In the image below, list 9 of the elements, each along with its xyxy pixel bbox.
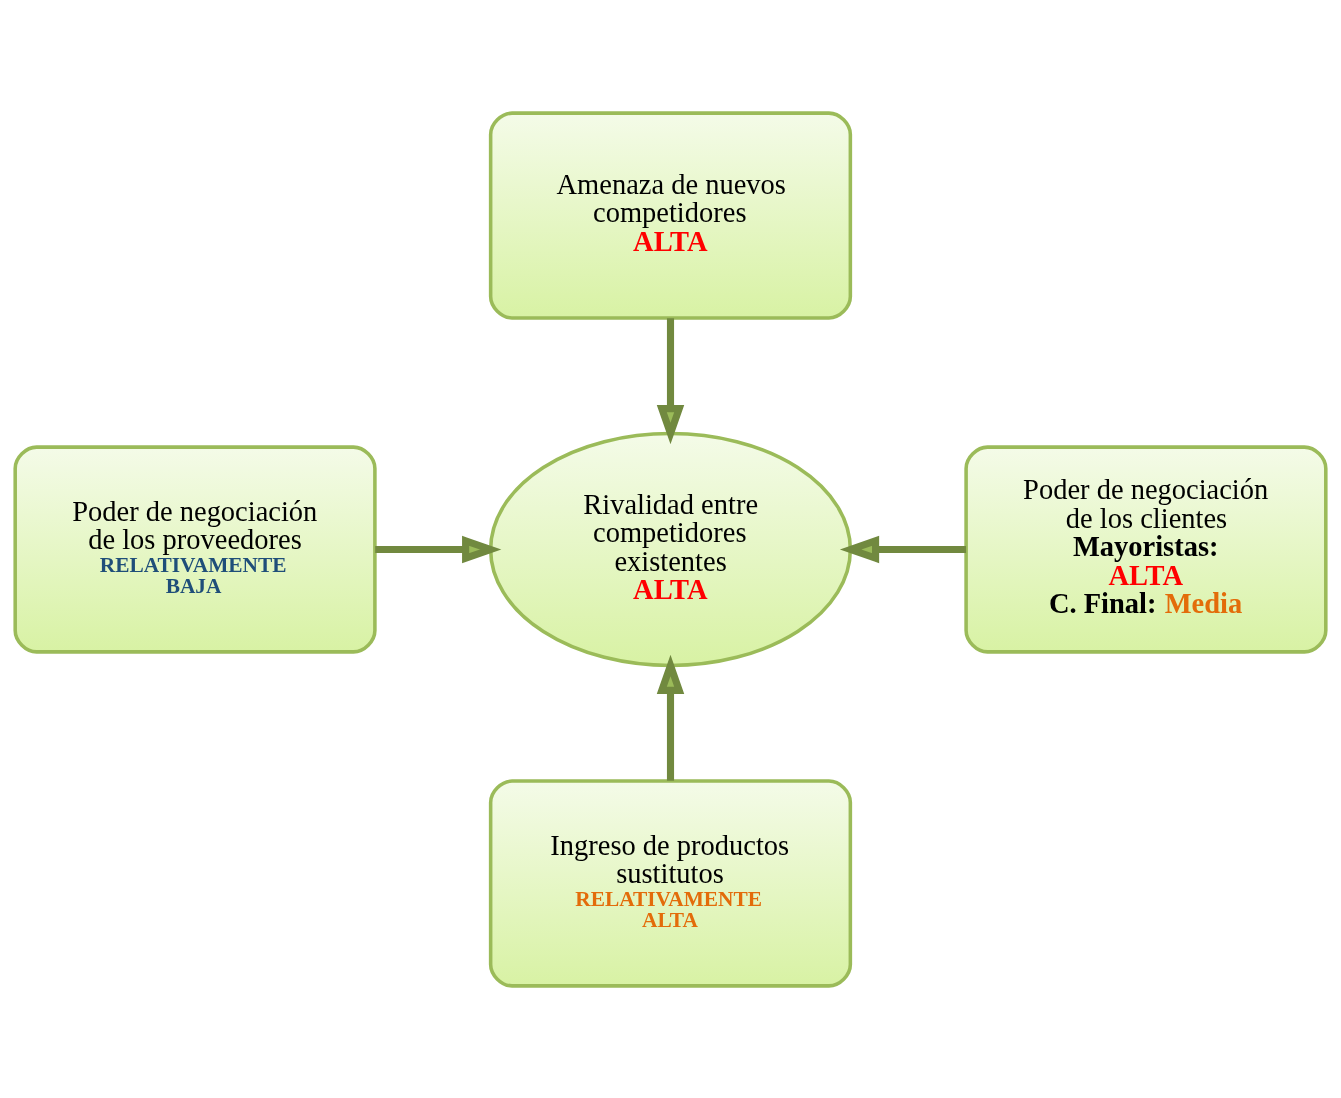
arrow bbox=[656, 654, 685, 781]
arrow bbox=[375, 535, 502, 563]
node-ellipse: Rivalidad entre competidores existentes ALTA bbox=[488, 431, 853, 667]
arrow bbox=[656, 317, 685, 444]
node-box: Poder de negociación de los proveedores RELATIVAMENTE BAJA bbox=[13, 444, 377, 654]
arrow bbox=[839, 535, 966, 563]
node-box: Amenaza de nuevos competidores ALTA bbox=[488, 110, 853, 320]
node-box: Poder de negociación de los clientes Mayoristas: ALTA C. Final: Media bbox=[964, 444, 1328, 654]
node-box: Ingreso de productos sustitutos RELATIVAMENTE ALTA bbox=[488, 778, 853, 988]
